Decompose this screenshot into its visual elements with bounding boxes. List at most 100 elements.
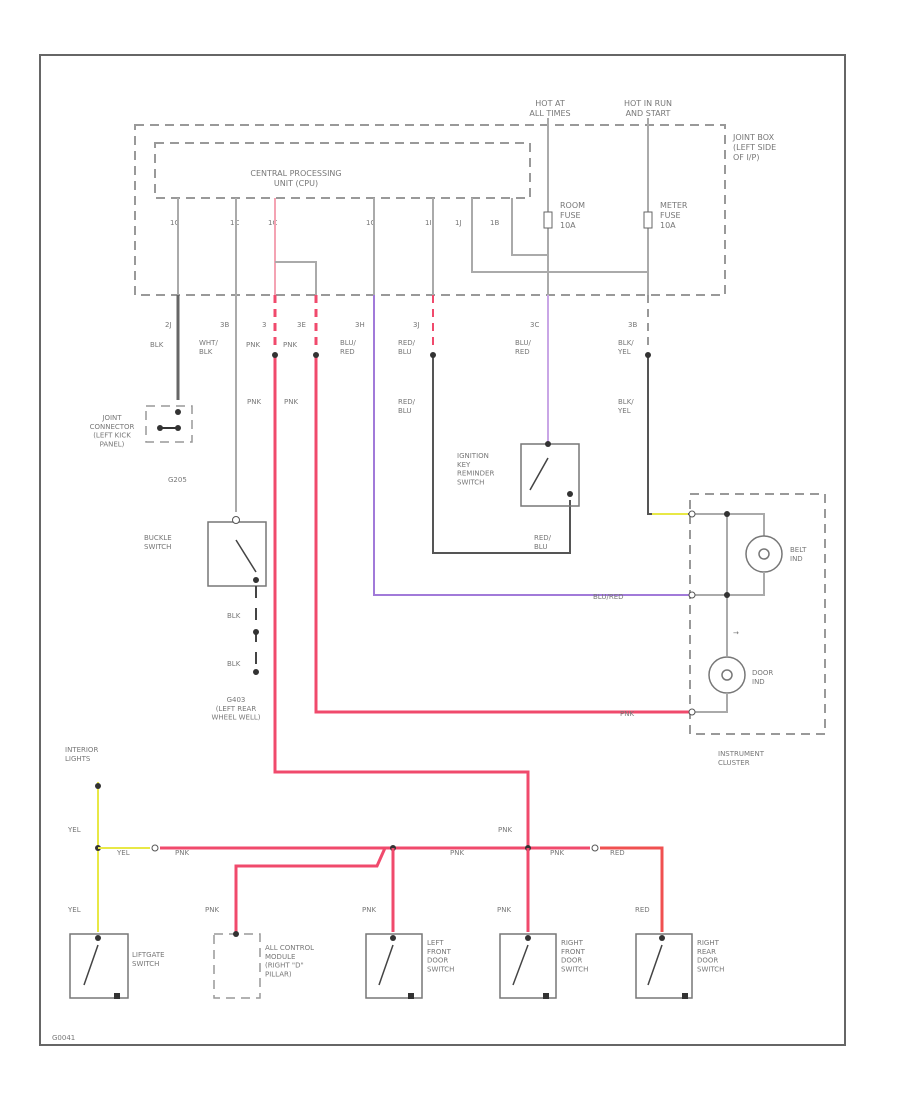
splice-dot [724,511,730,517]
rf-door-switch-terminal [525,935,531,941]
wire-color-label: PNK [205,906,219,914]
text-line: INSTRUMENT [718,750,765,758]
rf-door-switch-contact [512,944,529,986]
text-line: (LEFT SIDE [733,143,776,152]
wire-number: 3 [262,321,266,329]
cpu-pin-label: 1C [230,219,239,227]
cpu-pin-label: 1C [366,219,375,227]
connector-pin [175,409,181,415]
text-line: RED [340,348,355,356]
wire-color-label: PNK [362,906,376,914]
rf-door-switch-ground [543,993,549,999]
rr-door-switch-ground [682,993,688,999]
cpu-pin-label: 1I [425,219,432,227]
wire-pnk-acm [234,847,387,932]
ignition-switch-contact [529,457,549,491]
text-line: SWITCH [697,965,724,973]
wire-color-label: RED [635,906,650,914]
text-line: 10A [660,221,676,230]
wire-color-label: YEL [67,826,81,834]
splice-dot [724,592,730,598]
wire-number: 3H [355,321,365,329]
text-line: SWITCH [561,965,588,973]
text-line: PNK [283,341,297,349]
cpu-pin-label: 1C [268,219,277,227]
instrument-cluster-box [689,493,826,735]
text-line: CONNECTOR [90,423,135,431]
cluster-arrow: → [733,629,739,637]
cpu-box [154,142,531,199]
text-line: (LEFT KICK [93,432,131,440]
text-line: RED/ [398,339,416,347]
wire-color-label: PNK [247,398,261,406]
joint-connector-box [145,405,193,443]
text-line: JOINT BOX [732,133,775,142]
wire-color-label: PNK [498,826,512,834]
wire-color-label: YEL [116,849,130,857]
wire-red-blu [432,355,571,554]
cluster-door-return [694,693,728,713]
text-line: DOOR [561,957,582,965]
text-line: DOOR [697,957,718,965]
liftgate-switch-contact [83,944,99,986]
wire-color-label: PNK [450,849,464,857]
lf-door-switch-ground [408,993,414,999]
connector-pin [591,844,599,852]
wire-color-label: BLU/RED [340,339,356,356]
splice-dot [95,783,101,789]
joint-box [134,124,726,296]
wire-color-label: PNK [246,341,260,349]
text-line: BLU/ [340,339,356,347]
text-line: PANEL) [100,440,125,448]
ground-dot [253,669,259,675]
text-line: UNIT (CPU) [274,179,318,188]
lf-door-switch-body [365,933,423,999]
splice-dot [645,352,651,358]
text-line: ROOM [560,201,585,210]
buckle-switch-contact [235,539,257,573]
liftgate-switch-body [69,933,129,999]
wire-color-label: RED/BLU [398,398,416,415]
wire-color-label: RED [610,849,625,857]
wire-pin-3-branch [275,261,317,295]
wire-color-label: WHT/BLK [199,339,218,356]
wire-color-label: BLK [150,341,164,349]
cpu-pin-label: 1C [170,219,179,227]
wire-number: 3B [628,321,637,329]
wire-pnk-a [273,355,530,848]
text-line: PILLAR) [265,970,292,978]
splice-dot [313,352,319,358]
text-line: ALL CONTROL [265,944,314,952]
text-line: HOT IN RUN [624,99,672,108]
text-line: FUSE [560,211,581,220]
wire-color-label: BLK/YEL [617,398,634,415]
cluster-pin [688,708,696,716]
text-line: INTERIOR [65,746,98,754]
wire-red [600,846,664,932]
text-line: BLU/ [515,339,531,347]
text-line: REMINDER [457,470,494,478]
text-line: SWITCH [427,965,454,973]
text-line: CLUSTER [718,759,750,767]
splice-dot [430,352,436,358]
wire-color-label: BLU/RED [515,339,531,356]
text-line: RIGHT [697,939,720,947]
wire-color-label: PNK [497,906,511,914]
wire-color-label: YEL [67,906,81,914]
ignition-switch-terminal [545,441,551,447]
ignition-switch-terminal [567,491,573,497]
rr-door-switch-contact [647,944,663,986]
text-line: JOINT [101,414,122,422]
text-line: LIFTGATE [132,951,165,959]
text-line: (LEFT REAR [216,705,257,713]
text-line: IND [790,555,803,563]
wire-number: 3B [220,321,229,329]
